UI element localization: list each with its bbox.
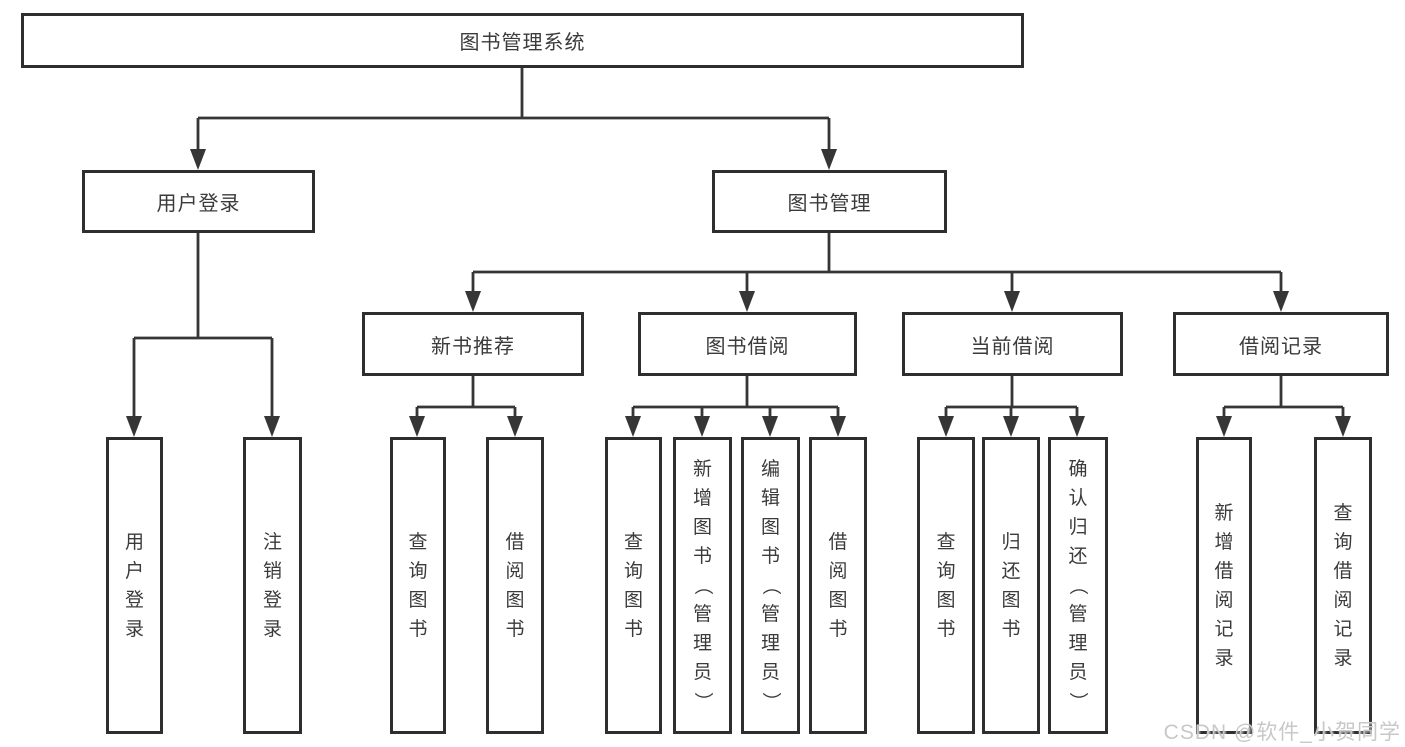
arrow-down-icon bbox=[1335, 416, 1351, 437]
leaf-borrow-books-2: 借阅图书 bbox=[809, 437, 867, 734]
csdn-watermark: CSDN @软件_小贺同学 bbox=[1163, 721, 1401, 744]
leaf-user-login: 用户登录 bbox=[106, 437, 163, 734]
arrow-down-icon bbox=[190, 149, 206, 170]
leaf-query-books-3: 查询图书 bbox=[917, 437, 975, 734]
arrow-down-icon bbox=[938, 416, 954, 437]
leaf-add-books-admin: 新增图书（管理员） bbox=[673, 437, 732, 734]
leaf-logout: 注销登录 bbox=[243, 437, 302, 734]
arrow-down-icon bbox=[1273, 291, 1289, 312]
arrow-down-icon bbox=[1004, 291, 1020, 312]
arrow-down-icon bbox=[507, 416, 523, 437]
node-new-book-recommend: 新书推荐 bbox=[362, 312, 584, 376]
leaf-edit-books-admin: 编辑图书（管理员） bbox=[741, 437, 800, 734]
leaf-return-books: 归还图书 bbox=[982, 437, 1040, 734]
node-user-login: 用户登录 bbox=[82, 170, 315, 233]
arrow-down-icon bbox=[1069, 416, 1085, 437]
arrow-down-icon bbox=[465, 291, 481, 312]
arrowhead-icons bbox=[126, 149, 1351, 437]
connector-user-login-children bbox=[132, 233, 274, 418]
leaf-add-borrow-record: 新增借阅记录 bbox=[1196, 437, 1252, 734]
leaf-query-borrow-record: 查询借阅记录 bbox=[1314, 437, 1372, 734]
node-book-borrow: 图书借阅 bbox=[638, 312, 857, 376]
connector-root-to-level2 bbox=[196, 68, 831, 151]
leaf-query-books-1: 查询图书 bbox=[390, 437, 446, 734]
connector-lines bbox=[132, 68, 1345, 418]
leaf-confirm-return-admin: 确认归还（管理员） bbox=[1048, 437, 1108, 734]
arrow-down-icon bbox=[1216, 416, 1232, 437]
leaf-borrow-books-1: 借阅图书 bbox=[486, 437, 544, 734]
arrow-down-icon bbox=[409, 416, 425, 437]
connector-book-borrow-children bbox=[631, 376, 840, 418]
node-borrow-record: 借阅记录 bbox=[1173, 312, 1389, 376]
node-library-management-system: 图书管理系统 bbox=[21, 13, 1024, 68]
arrow-down-icon bbox=[830, 416, 846, 437]
arrow-down-icon bbox=[694, 416, 710, 437]
node-book-management: 图书管理 bbox=[712, 170, 947, 233]
arrow-down-icon bbox=[739, 291, 755, 312]
arrow-down-icon bbox=[264, 416, 280, 437]
leaf-query-books-2: 查询图书 bbox=[605, 437, 662, 734]
connector-current-borrow-children bbox=[944, 376, 1079, 418]
connector-book-mgmt-to-level3 bbox=[471, 233, 1283, 293]
arrow-down-icon bbox=[1003, 416, 1019, 437]
connector-new-books-children bbox=[415, 376, 517, 418]
arrow-down-icon bbox=[762, 416, 778, 437]
arrow-down-icon bbox=[126, 416, 142, 437]
connector-borrow-record-children bbox=[1222, 376, 1345, 418]
arrow-down-icon bbox=[625, 416, 641, 437]
node-current-borrow: 当前借阅 bbox=[902, 312, 1123, 376]
arrow-down-icon bbox=[821, 149, 837, 170]
